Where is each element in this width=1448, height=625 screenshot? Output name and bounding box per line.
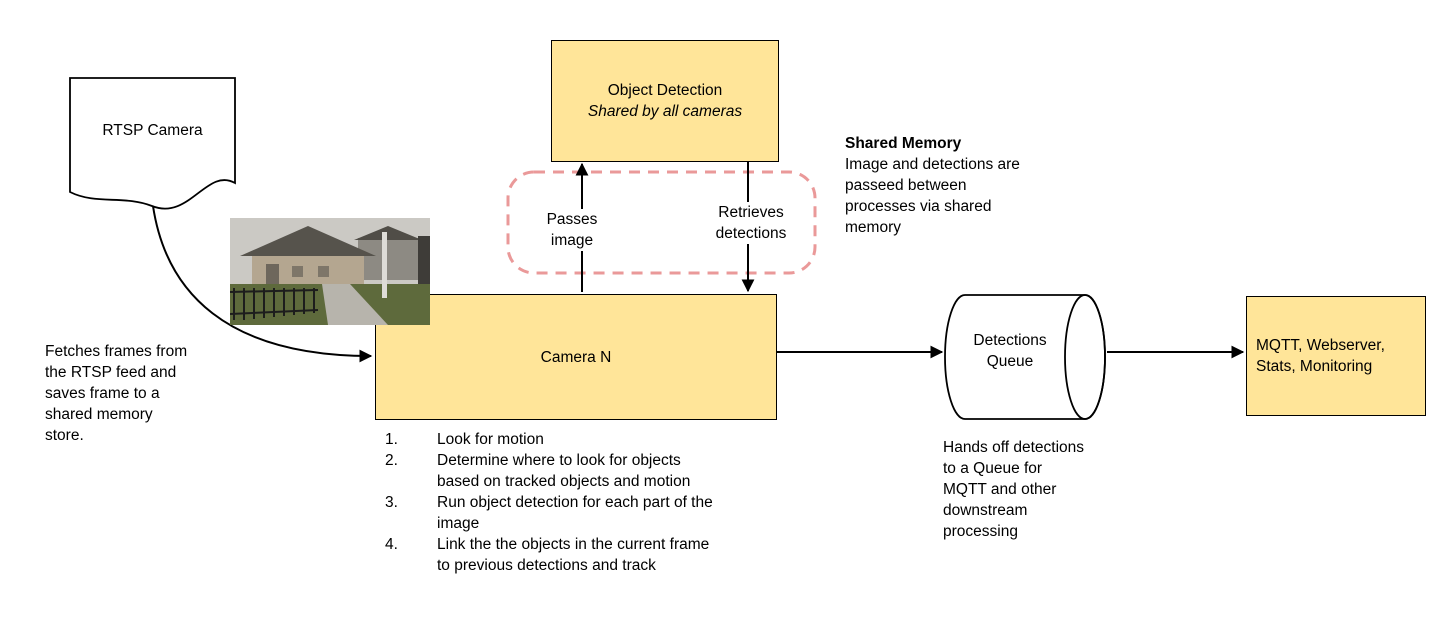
photo-fence <box>230 288 319 320</box>
shared-memory-body: Image and detections are passeed between… <box>845 156 1020 236</box>
object-detection-subtitle: Shared by all cameras <box>587 103 743 120</box>
shared-memory-note: Shared Memory Image and detections are p… <box>845 133 1065 238</box>
photo-background-roof <box>354 226 422 240</box>
photo-door <box>266 264 279 284</box>
camera-n-label: Camera N <box>540 348 612 366</box>
camera-step-item: Link the the objects in the current fram… <box>385 534 710 574</box>
shared-memory-title: Shared Memory <box>845 135 962 152</box>
photo-sidewalk <box>322 284 388 325</box>
outputs-label: MQTT, Webserver, Stats, Monitoring <box>1256 337 1385 375</box>
photo-pole <box>382 232 387 298</box>
rtsp-camera-label: RTSP Camera <box>102 122 203 139</box>
photo-main-roof <box>240 226 376 256</box>
detections-queue-shape <box>944 294 1106 420</box>
queue-note: Hands off detections to a Queue for MQTT… <box>943 439 1085 540</box>
camera-snapshot-image <box>230 218 430 325</box>
photo-content <box>230 218 430 325</box>
shared-memory-boundary <box>506 170 817 275</box>
photo-window-2 <box>318 266 329 277</box>
object-detection-title: Object Detection <box>607 82 723 99</box>
camera-snapshot-graphic <box>230 218 430 325</box>
camera-step-item: Look for motion <box>385 429 544 450</box>
detections-queue-label: Detections Queue <box>973 332 1047 370</box>
camera-step-item: Determine where to look for objects base… <box>385 450 691 490</box>
passes-image-label: Passes image <box>534 209 610 251</box>
fetch-note: Fetches frames from the RTSP feed and sa… <box>45 343 188 444</box>
camera-step-item: Run object detection for each part of th… <box>385 492 713 532</box>
rtsp-camera-shape <box>69 77 236 210</box>
photo-dark-structure <box>418 236 430 284</box>
outputs-node: MQTT, Webserver, Stats, Monitoring <box>1246 296 1426 416</box>
arrow-rtsp-to-camera <box>152 205 373 363</box>
photo-window-1 <box>292 266 303 277</box>
photo-background-building <box>358 238 418 280</box>
object-detection-node: Object Detection Shared by all cameras <box>551 40 779 162</box>
camera-n-node: Camera N <box>375 294 777 420</box>
retrieves-detections-label: Retrieves detections <box>703 202 799 244</box>
